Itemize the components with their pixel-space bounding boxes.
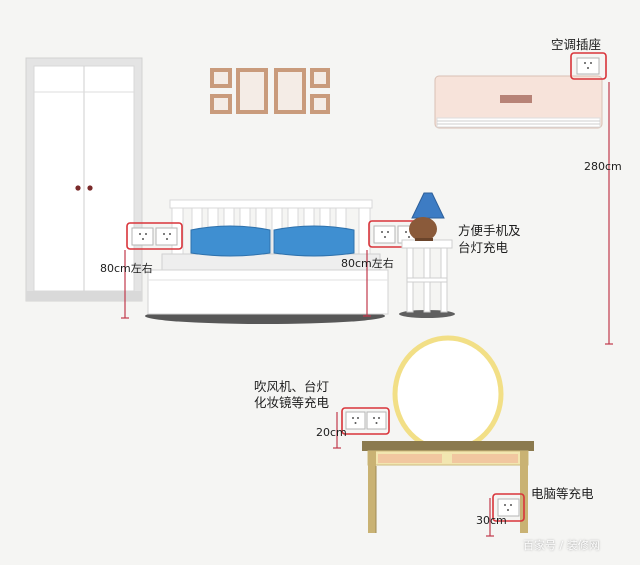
wardrobe-knob-left <box>75 185 81 191</box>
nightstand <box>399 239 455 318</box>
wardrobe-knob-right <box>87 185 93 191</box>
vanity-desk <box>362 441 534 533</box>
ac-height-label: 280cm <box>584 160 622 173</box>
vanity-height-label: 20cm <box>316 426 347 439</box>
ac-outlet <box>570 52 607 80</box>
bed-left-height-label: 80cm左右 <box>100 262 153 275</box>
phone-lamp-label-line2: 台灯充电 <box>458 240 509 255</box>
picture-frames <box>210 68 330 114</box>
ac-outlet-label: 空调插座 <box>551 37 602 52</box>
bed-left-outlet <box>126 222 183 250</box>
watermark: 百家号 / 装修网 <box>523 539 600 552</box>
wardrobe <box>25 57 143 302</box>
pc-charge-label: 电脑等充电 <box>531 486 594 501</box>
vanity-outlet <box>341 407 390 435</box>
dryer-label-line2: 化妆镜等充电 <box>254 395 330 410</box>
pc-height-label: 30cm <box>476 514 507 527</box>
bed-right-height-label: 80cm左右 <box>341 257 394 270</box>
dryer-label-line1: 吹风机、台灯 <box>254 379 330 394</box>
phone-lamp-label-line1: 方便手机及 <box>458 223 521 238</box>
air-conditioner <box>434 75 603 129</box>
pc-outlet <box>492 493 525 522</box>
vanity-mirror <box>392 335 504 453</box>
table-lamp <box>409 192 445 241</box>
